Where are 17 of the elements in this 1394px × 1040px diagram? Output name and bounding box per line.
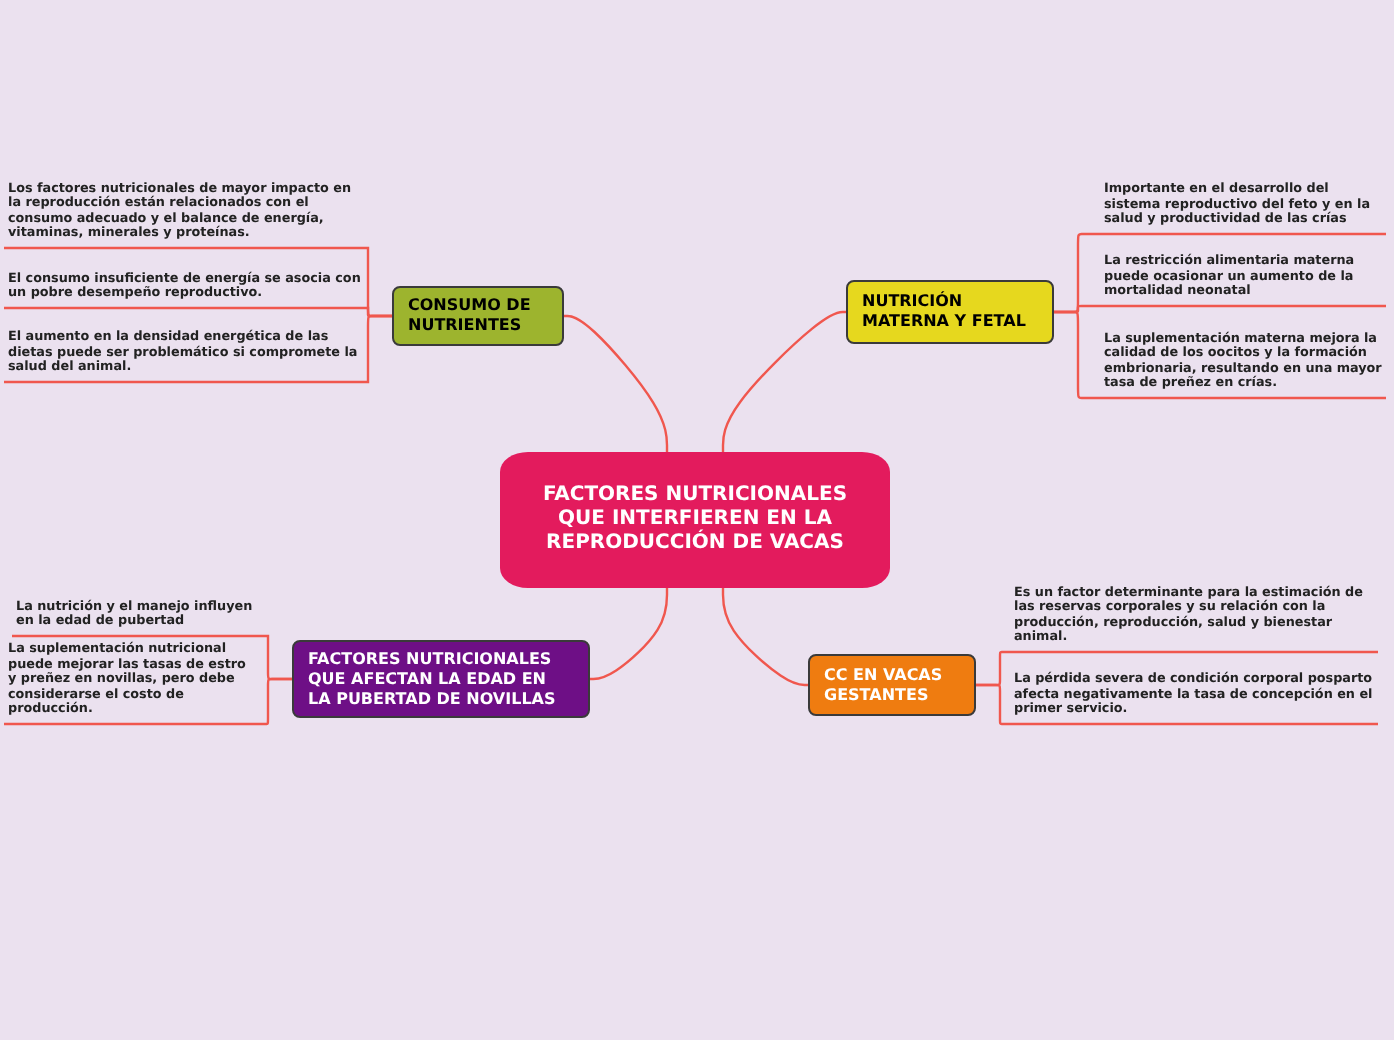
topic-text: NUTRICIÓN MATERNA Y FETAL xyxy=(862,292,1028,332)
connector-line xyxy=(976,683,1378,726)
topic-box xyxy=(292,640,590,718)
connector-line xyxy=(721,588,808,687)
central-topic-box xyxy=(500,452,890,588)
connector-line xyxy=(721,310,846,452)
topic-text: FACTORES NUTRICIONALES QUE AFECTAN LA EDAD EN LA PUBERTAD DE NOVILLAS xyxy=(308,649,558,709)
topic-box xyxy=(808,654,976,716)
topic-text: CC EN VACAS GESTANTES xyxy=(824,665,945,705)
topic-text: FACTORES NUTRICIONALES QUE INTERFIEREN EN LA REPRODUCCIÓN DE VACAS xyxy=(540,484,850,556)
connector-line xyxy=(590,588,669,681)
topic-box xyxy=(392,286,564,346)
connector-line xyxy=(4,677,292,726)
topic-text: CONSUMO DE NUTRIENTES xyxy=(408,296,533,336)
connector-line xyxy=(564,314,669,452)
topic-box xyxy=(846,280,1054,344)
connector-line xyxy=(1054,310,1386,400)
